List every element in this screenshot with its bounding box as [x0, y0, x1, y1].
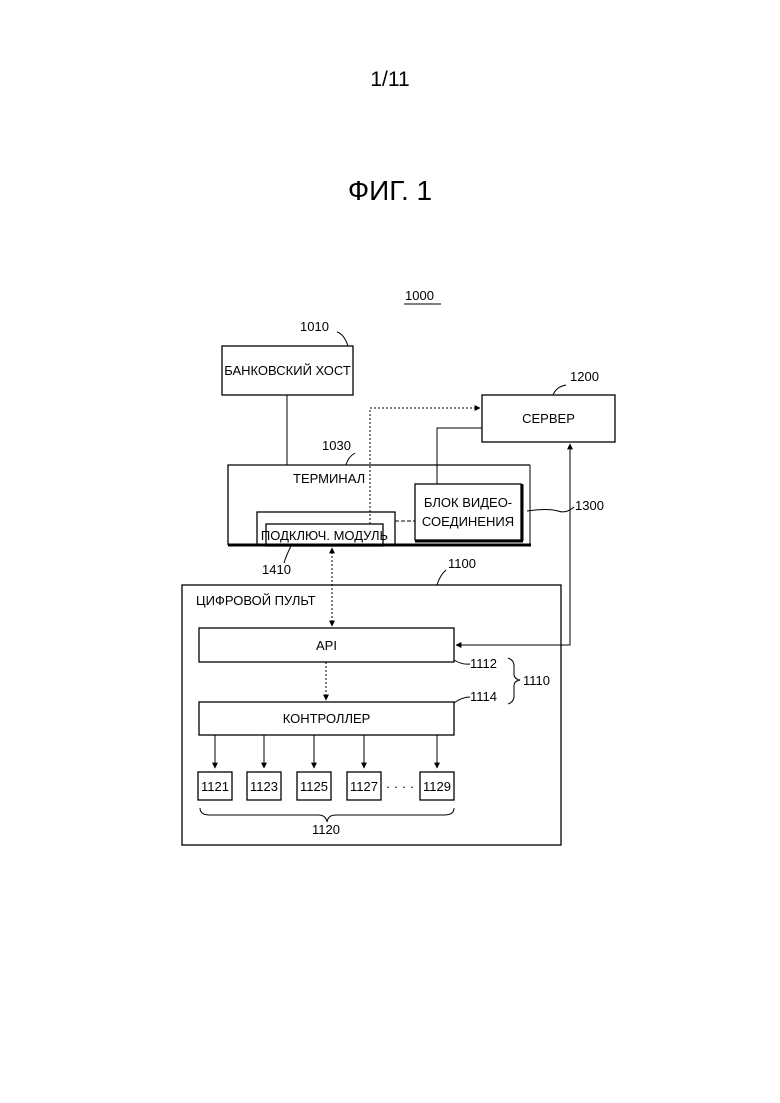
video-block-leader	[527, 507, 574, 512]
bank-host-leader	[337, 332, 348, 346]
api-label: API	[316, 638, 337, 653]
connect-module-ref: 1410	[262, 562, 291, 577]
device-label-1: 1121	[201, 779, 229, 794]
connect-module-label: ПОДКЛЮЧ. МОДУЛЬ	[261, 528, 388, 543]
devices-brace	[200, 808, 454, 822]
server-ref: 1200	[570, 369, 599, 384]
terminal-ref: 1030	[322, 438, 351, 453]
group-brace	[508, 658, 520, 704]
terminal-label: ТЕРМИНАЛ	[293, 471, 365, 486]
system-ref: 1000	[405, 288, 434, 303]
terminal-leader	[346, 453, 355, 465]
device-label-5: 1129	[423, 779, 451, 794]
digital-panel-leader	[437, 570, 446, 585]
controller-leader	[454, 697, 470, 703]
api-leader	[454, 660, 470, 664]
video-block-box	[415, 484, 521, 540]
digital-panel-ref: 1100	[448, 556, 476, 571]
device-label-4: 1127	[350, 779, 378, 794]
bank-host-ref: 1010	[300, 319, 329, 334]
group-ref: 1110	[523, 673, 550, 688]
digital-panel-label: ЦИФРОВОЙ ПУЛЬТ	[196, 593, 316, 608]
controller-ref: 1114	[470, 689, 497, 704]
device-ellipsis: · · · ·	[386, 779, 414, 794]
video-block-line1: БЛОК ВИДЕО-	[424, 495, 512, 510]
server-leader	[553, 385, 566, 395]
connect-module-leader	[284, 546, 291, 563]
video-server-link	[437, 428, 482, 484]
digital-panel-box	[182, 585, 561, 845]
video-block-ref: 1300	[575, 498, 604, 513]
controller-label: КОНТРОЛЛЕР	[283, 711, 371, 726]
server-label: СЕРВЕР	[522, 411, 575, 426]
devices-ref: 1120	[312, 822, 340, 837]
video-block-line2: СОЕДИНЕНИЯ	[422, 514, 514, 529]
bank-host-label: БАНКОВСКИЙ ХОСТ	[224, 363, 351, 378]
device-label-3: 1125	[300, 779, 328, 794]
api-ref: 1112	[470, 656, 497, 671]
device-label-2: 1123	[250, 779, 278, 794]
